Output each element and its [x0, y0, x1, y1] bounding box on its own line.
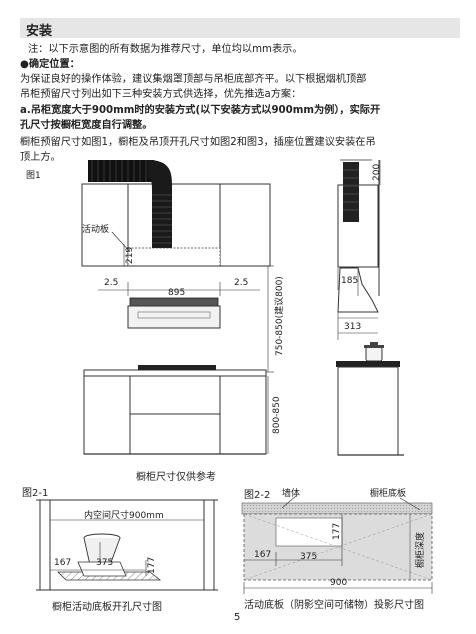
inner-space-label: 内空间尺寸900mm	[84, 511, 164, 521]
cabinet-depth-label: 橱柜深度	[416, 531, 426, 568]
paragraph-3-line-2: 顶上方。	[20, 152, 61, 163]
paragraph-1-line-1: 为保证良好的操作体验，建议集烟罩顶部与吊柜底部齐平。以下根据烟机顶部	[20, 74, 367, 85]
page-number: 5	[234, 612, 241, 623]
fig22-caption: 活动底板（阴影空间可储物）投影尺寸图	[244, 600, 424, 611]
dim-750-850: 750-850(建议800)	[275, 276, 285, 356]
paragraph-2-line-2: 孔尺寸按橱柜宽度自行调整。	[20, 120, 153, 131]
fig22-label: 图2-2	[244, 490, 271, 501]
fig1-side-view	[336, 159, 404, 456]
section-header: 安装	[20, 18, 460, 39]
paragraph-2-line-1: a.吊柜宽度大于900mm时的安装方式(以下安装方式以900mm为例），实际开	[20, 105, 381, 116]
dim-895: 895	[168, 288, 186, 298]
fig22-drawing	[241, 495, 433, 594]
wall-label: 墙体	[282, 489, 301, 499]
fig21-dim-375: 375	[96, 558, 114, 568]
movable-board-label: 活动板	[82, 225, 110, 235]
dim-2-5-left: 2.5	[104, 278, 119, 288]
position-heading: ●确定位置：	[20, 59, 80, 70]
dim-2-5-right: 2.5	[234, 278, 249, 288]
fig21-dim-177: 177	[147, 556, 157, 574]
paragraph-3-line-1: 橱柜预留尺寸如图1，橱柜及吊顶开孔尺寸如图2和图3，插座位置建议安装在吊	[20, 137, 376, 148]
fig22-dim-900: 900	[330, 578, 348, 588]
cabinet-bottom-label: 橱柜底板	[370, 489, 407, 499]
note-text: 注：以下示意图的所有数据为推荐尺寸，单位均以mm表示。	[28, 44, 303, 55]
section-title: 安装	[26, 24, 53, 39]
fig22-dim-375: 375	[300, 552, 318, 562]
fig22-dim-177: 177	[332, 522, 342, 540]
dim-313: 313	[344, 322, 362, 332]
fig21-caption: 橱柜活动底板开孔尺寸图	[52, 602, 162, 613]
fig1-front-view	[81, 160, 274, 455]
fig22-dim-167: 167	[254, 550, 272, 560]
fig21-label: 图2-1	[22, 488, 49, 499]
fig1-caption: 橱柜尺寸仅供参考	[136, 472, 216, 483]
fig21-drawing	[36, 499, 218, 591]
dim-200: 200	[372, 163, 382, 181]
dim-800-850: 800-850	[272, 396, 282, 434]
fig21-dim-167: 167	[54, 558, 72, 568]
paragraph-1-line-2: 吊柜预留尺寸列出如下三种安装方式供选择，优先推选a方案：	[20, 89, 302, 100]
dim-219: 219	[125, 246, 135, 264]
dim-185: 185	[341, 276, 359, 286]
fig1-label: 图1	[26, 171, 41, 181]
